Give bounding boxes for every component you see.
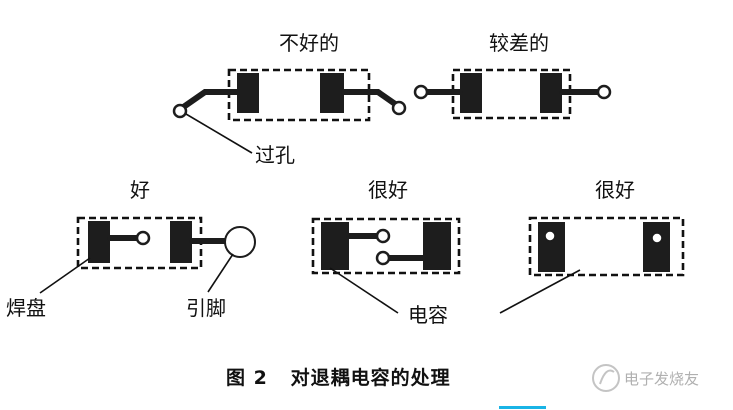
via-in-pad-right (651, 232, 663, 244)
capacitor-leader-line-1 (329, 267, 399, 314)
pad-left (321, 222, 349, 270)
via-left (413, 84, 429, 100)
pad-left (237, 73, 259, 113)
pad-right (170, 221, 192, 263)
example-bad: 过孔 (172, 68, 407, 167)
watermark-text: 电子发烧友 (624, 370, 699, 388)
label-bad: 不好的 (279, 31, 339, 55)
label-very-good-2: 很好 (595, 178, 635, 202)
label-poor: 较差的 (489, 31, 549, 55)
example-good: 焊盘 引脚 (6, 216, 256, 320)
watermark: 电子发烧友 (592, 364, 699, 392)
pin-leader-line (207, 253, 234, 293)
pad-right (320, 73, 344, 113)
example-very-good-1 (311, 217, 461, 314)
capacitor-outline (528, 216, 685, 277)
via-left (375, 228, 391, 244)
pad-leader-line (39, 257, 91, 294)
via-inner (135, 230, 151, 246)
watermark-logo-mark (599, 369, 615, 385)
label-via: 过孔 (255, 143, 295, 167)
trace-right (341, 89, 401, 109)
via-right (375, 250, 391, 266)
watermark-logo-icon (592, 364, 620, 392)
pad-left (538, 222, 565, 272)
label-capacitor: 电容 (408, 303, 448, 327)
capacitor-leader-line-2 (499, 269, 581, 314)
label-pin: 引脚 (186, 296, 226, 320)
capacitor-outline (311, 217, 461, 275)
example-very-good-2 (499, 216, 685, 314)
figure-caption: 图 2 对退耦电容的处理 (226, 366, 451, 389)
label-pad: 焊盘 (6, 296, 46, 320)
capacitor-outline (451, 68, 572, 120)
pad-right (423, 222, 451, 270)
via-right (596, 84, 612, 100)
example-poor (413, 68, 612, 120)
label-good: 好 (130, 178, 150, 202)
via-in-pad-left (544, 230, 556, 242)
pad-right (540, 73, 562, 113)
label-very-good-1: 很好 (368, 178, 408, 202)
via-left (172, 103, 188, 119)
pad-left (88, 221, 110, 263)
trace-left (179, 89, 240, 111)
via-right (391, 100, 407, 116)
bottom-accent-bar (499, 406, 546, 409)
pad-left (460, 73, 482, 113)
pad-right (643, 222, 670, 272)
via-leader-line (185, 113, 253, 154)
pin-circle (224, 226, 256, 258)
